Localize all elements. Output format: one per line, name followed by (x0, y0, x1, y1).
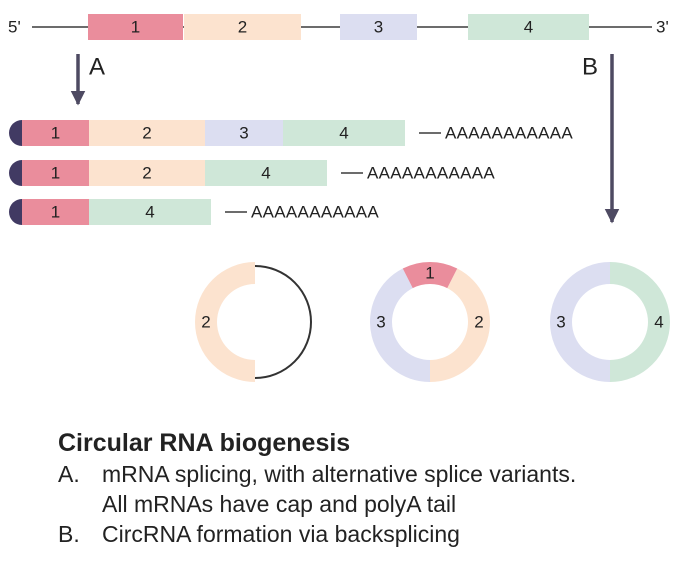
caption-item-b-text: CircRNA formation via backsplicing (102, 519, 678, 549)
mrna-3-exon-4-label: 4 (145, 203, 154, 222)
circle-1-exon-2 (195, 262, 255, 382)
caption-item-b: B. CircRNA formation via backsplicing (58, 519, 678, 549)
mrna-1-exon-4 (283, 120, 405, 146)
mrna-3-exon-1-label: 1 (51, 203, 60, 222)
arrow-b-label: B (582, 54, 598, 81)
mrna-2-polya: AAAAAAAAAAA (367, 164, 495, 183)
circle-3-exon-3-label: 3 (556, 313, 565, 332)
caption-item-a-line-1: mRNA splicing, with alternative splice v… (102, 461, 577, 487)
circle-2-exon-2-label: 2 (474, 313, 483, 332)
gene-exon-2-label: 2 (238, 18, 247, 37)
gene-exon-3-label: 3 (374, 18, 383, 37)
circle-2-exon-1 (402, 262, 458, 289)
mrna-2-exon-4 (205, 160, 327, 186)
mrna-1-exon-3 (205, 120, 283, 146)
gene-exon-4 (468, 14, 589, 40)
circle-1-intron-arc (254, 265, 312, 379)
mrna-2-exon-4-label: 4 (261, 164, 270, 183)
mrna-2-exon-1-label: 1 (51, 164, 60, 183)
mrna-3-cap (9, 199, 22, 225)
mrna-2-cap (9, 160, 22, 186)
mrna-2-exon-2-label: 2 (142, 164, 151, 183)
gene-three-prime-label: 3' (656, 18, 669, 37)
mrna-3-exon-1 (22, 199, 89, 225)
circle-2-exon-1-label: 1 (425, 264, 434, 283)
mrna-1-exon-1-label: 1 (51, 124, 60, 143)
caption-title: Circular RNA biogenesis (58, 429, 351, 457)
mrna-1-exon-1 (22, 120, 89, 146)
circle-2-exon-3 (370, 268, 430, 382)
circle-3-exon-3 (550, 262, 610, 382)
circle-1-exon-2-label: 2 (201, 313, 210, 332)
mrna-3-exon-4 (89, 199, 211, 225)
mrna-2-exon-1 (22, 160, 89, 186)
caption-list: A. mRNA splicing, with alternative splic… (58, 459, 678, 549)
gene-exon-3 (340, 14, 417, 40)
circle-2-exon-2 (430, 268, 490, 382)
mrna-1-exon-4-label: 4 (339, 124, 348, 143)
mrna-3-polya: AAAAAAAAAAA (251, 203, 379, 222)
mrna-1-polya: AAAAAAAAAAA (445, 124, 573, 143)
gene-five-prime-label: 5' (8, 18, 21, 37)
gene-exon-2 (184, 14, 301, 40)
caption-item-a-marker: A. (58, 461, 80, 487)
mrna-1-exon-3-label: 3 (239, 124, 248, 143)
caption-item-b-line-1: CircRNA formation via backsplicing (102, 521, 460, 547)
circle-2-exon-3-label: 3 (376, 313, 385, 332)
caption-item-a: A. mRNA splicing, with alternative splic… (58, 459, 678, 519)
caption: Circular RNA biogenesis A. mRNA splicing… (58, 428, 678, 549)
gene-exon-1 (88, 14, 183, 40)
mrna-1-exon-2 (89, 120, 205, 146)
mrna-1-cap (9, 120, 22, 146)
circle-3-exon-4-label: 4 (654, 313, 663, 332)
gene-exon-1-label: 1 (131, 18, 140, 37)
caption-item-b-marker: B. (58, 521, 80, 547)
caption-item-a-text: mRNA splicing, with alternative splice v… (102, 459, 678, 519)
mrna-2-exon-2 (89, 160, 205, 186)
circle-3-exon-4 (610, 262, 670, 382)
arrow-a-label: A (89, 54, 105, 81)
caption-item-a-line-2: All mRNAs have cap and polyA tail (102, 491, 457, 517)
mrna-1-exon-2-label: 2 (142, 124, 151, 143)
gene-exon-4-label: 4 (524, 18, 533, 37)
